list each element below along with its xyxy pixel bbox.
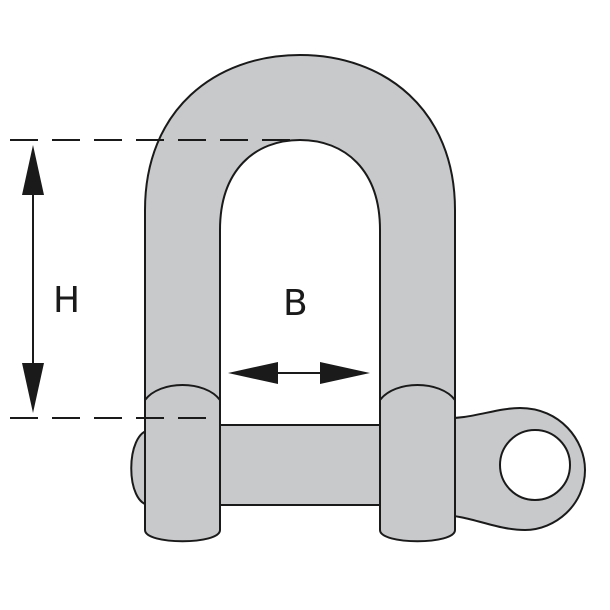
d-shackle-bow <box>144 53 456 543</box>
arrowhead-up-icon <box>22 145 44 195</box>
left-leg-collar <box>144 384 221 401</box>
width-label: B <box>283 283 308 324</box>
pin-eye-hole <box>499 429 571 501</box>
width-dimension-arrow <box>228 362 370 384</box>
pin-eye <box>439 406 587 532</box>
arrowhead-left-icon <box>228 362 278 384</box>
arrowhead-right-icon <box>320 362 370 384</box>
arrowhead-down-icon <box>22 363 44 413</box>
height-label: H <box>53 280 80 321</box>
right-leg-collar <box>379 384 456 401</box>
height-dimension-arrow <box>22 145 44 413</box>
